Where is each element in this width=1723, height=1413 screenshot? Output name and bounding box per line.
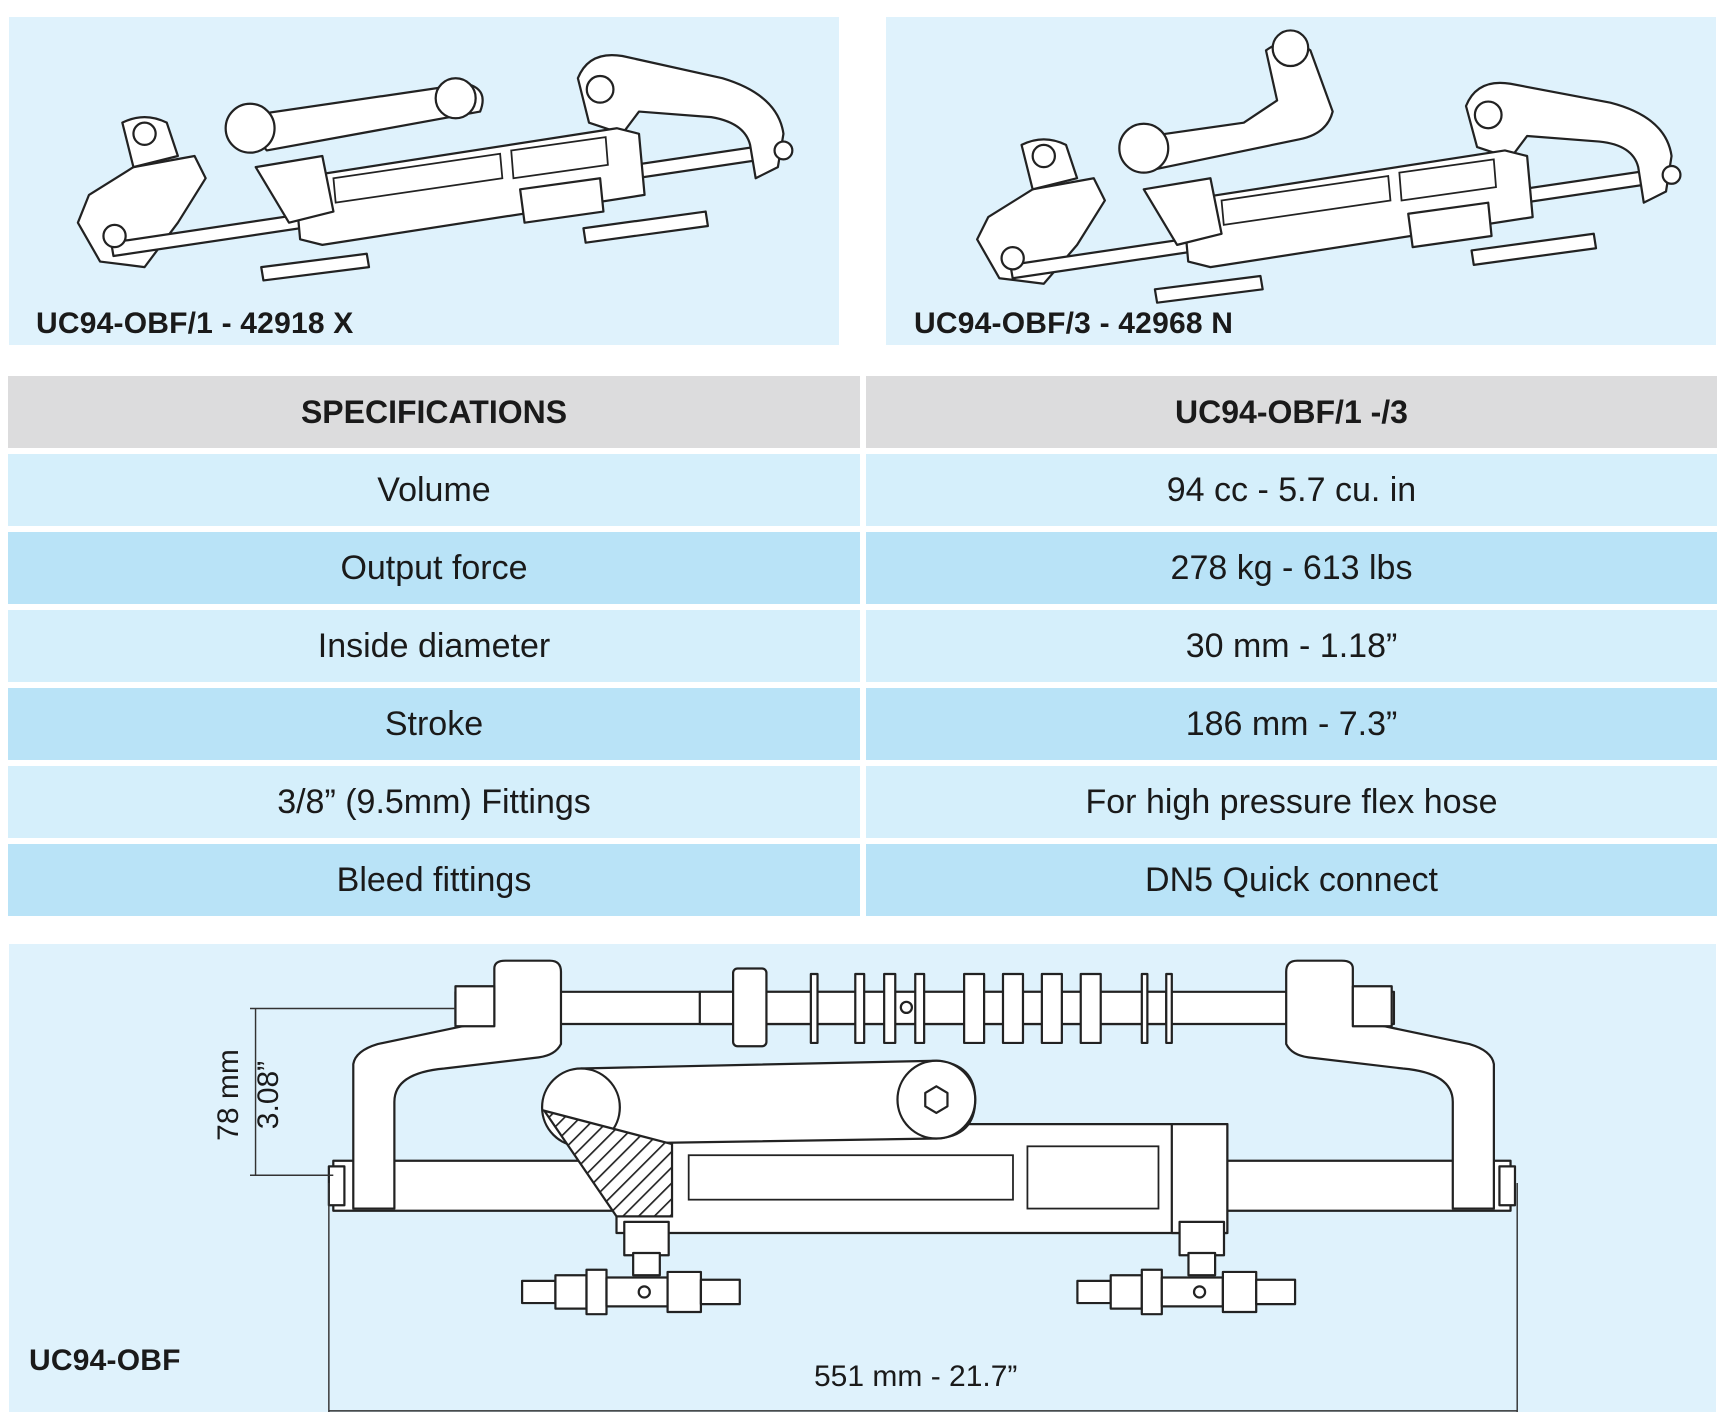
product-label: UC94-OBF/1 - 42918 X [36, 307, 354, 340]
table-cell-spec: Output force [8, 532, 860, 604]
table-header-specifications: SPECIFICATIONS [8, 376, 860, 448]
product-panel-obf3: UC94-OBF/3 - 42968 N [886, 17, 1716, 345]
length-label: 551 mm - 21.7” [814, 1360, 1018, 1393]
table-cell-value: 94 cc - 5.7 cu. in [866, 454, 1717, 526]
table-cell-spec: 3/8” (9.5mm) Fittings [8, 766, 860, 838]
cylinder-illustration-obf3 [976, 29, 1682, 304]
drawing-model-label: UC94-OBF [29, 1344, 181, 1377]
cylinder-dimension-drawing [250, 959, 1518, 1412]
table-cell-value: 278 kg - 613 lbs [866, 532, 1717, 604]
right-fitting [1076, 1220, 1297, 1316]
table-cell-value: 30 mm - 1.18” [866, 610, 1717, 682]
height-dimension-line [250, 1007, 456, 1176]
product-label: UC94-OBF/3 - 42968 N [914, 307, 1234, 340]
length-dimension-line [328, 1183, 1518, 1412]
left-mount-bracket [352, 959, 563, 1210]
product-panel-obf1: UC94-OBF/1 - 42918 X [9, 17, 839, 345]
table-cell-value: For high pressure flex hose [866, 766, 1717, 838]
right-mount-bracket [1285, 959, 1495, 1210]
table-cell-value: DN5 Quick connect [866, 844, 1717, 916]
left-fitting [520, 1220, 741, 1316]
height-mm-label: 78 mm [212, 1049, 245, 1141]
cylinder-illustration-obf1 [76, 54, 794, 282]
table-cell-spec: Inside diameter [8, 610, 860, 682]
table-cell-spec: Bleed fittings [8, 844, 860, 916]
height-in-label: 3.08” [252, 1060, 285, 1130]
dimension-drawing-panel: 78 mm 3.08” 551 mm - 21.7” UC94-OBF [9, 944, 1716, 1412]
table-cell-value: 186 mm - 7.3” [866, 688, 1717, 760]
table-cell-spec: Volume [8, 454, 860, 526]
table-header-model: UC94-OBF/1 -/3 [866, 376, 1717, 448]
table-cell-spec: Stroke [8, 688, 860, 760]
